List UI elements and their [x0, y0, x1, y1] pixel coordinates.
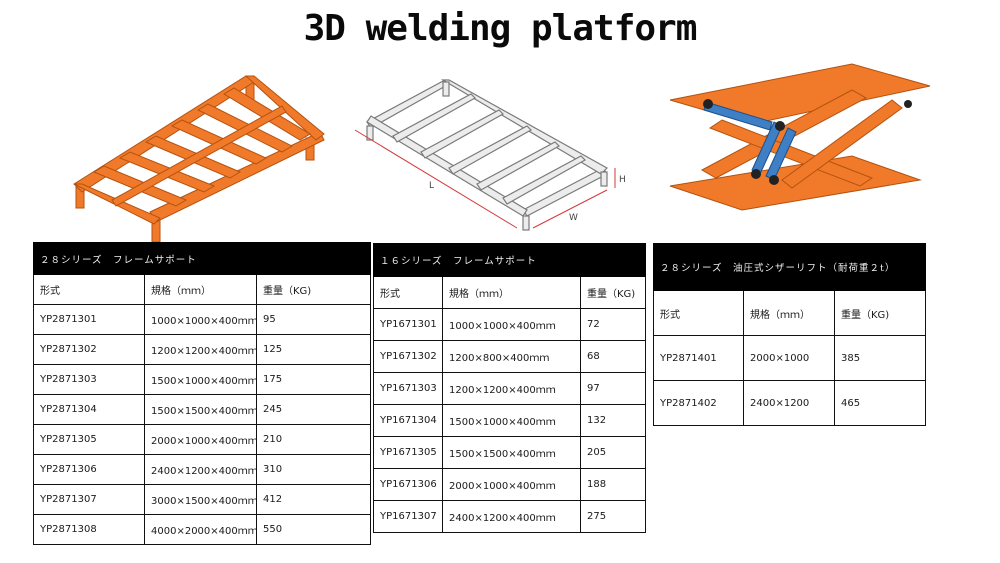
- column-header-model: 形式: [33, 274, 145, 305]
- weight-cell: 275: [579, 500, 647, 533]
- spec-cell: 2000×1000×400ｍｍ: [144, 424, 257, 455]
- weight-cell: 465: [834, 380, 926, 426]
- weight-cell: 412: [255, 484, 372, 515]
- series28-frame-support-table: ２８シリーズ フレームサポート 形式 規格（ｍｍ） 重量（KG) YP28713…: [32, 242, 372, 545]
- model-cell: YP2871402: [653, 380, 744, 426]
- column-header-spec: 規格（ｍｍ）: [743, 290, 835, 336]
- spec-cell: 1500×1000×400ｍｍ: [144, 364, 257, 395]
- model-cell: YP1671301: [373, 308, 443, 341]
- column-header-spec: 規格（ｍｍ）: [144, 274, 257, 305]
- model-cell: YP2871306: [33, 454, 145, 485]
- page-title: 3D welding platform: [303, 8, 698, 49]
- column-header-weight: 重量（KG): [834, 290, 926, 336]
- column-header-model: 形式: [653, 290, 744, 336]
- series16-frame-support-table: １６シリーズ フレームサポート 形式 規格（ｍｍ） 重量（KG) YP16713…: [372, 243, 647, 533]
- model-cell: YP2871302: [33, 334, 145, 365]
- model-cell: YP1671307: [373, 500, 443, 533]
- model-cell: YP1671305: [373, 436, 443, 469]
- spec-cell: 1000×1000×400ｍｍ: [442, 308, 581, 341]
- hydraulic-scissor-lift-illustration: [669, 63, 931, 211]
- spec-cell: 1500×1500×400ｍｍ: [144, 394, 257, 425]
- width-label: W: [569, 213, 578, 223]
- model-cell: YP2871304: [33, 394, 145, 425]
- model-cell: YP2871301: [33, 304, 145, 335]
- weight-cell: 68: [579, 340, 647, 373]
- spec-cell: 4000×2000×400ｍｍ: [144, 514, 257, 545]
- spec-cell: 1200×1200×400ｍｍ: [442, 372, 581, 405]
- weight-cell: 205: [579, 436, 647, 469]
- column-header-spec: 規格（ｍｍ）: [442, 276, 581, 309]
- weight-cell: 72: [579, 308, 647, 341]
- weight-cell: 132: [579, 404, 647, 437]
- spec-cell: 1500×1000×400ｍｍ: [442, 404, 581, 437]
- spec-cell: 2400×1200×400ｍｍ: [144, 454, 257, 485]
- length-label: L: [429, 181, 434, 191]
- table-title: ２８シリーズ 油圧式シザーリフト（耐荷重２t）: [653, 243, 926, 291]
- weight-cell: 175: [255, 364, 372, 395]
- orange-frame-support-illustration: [73, 75, 325, 243]
- table-title: １６シリーズ フレームサポート: [372, 243, 647, 277]
- spec-cell: 1000×1000×400ｍｍ: [144, 304, 257, 335]
- model-cell: YP1671302: [373, 340, 443, 373]
- model-cell: YP1671304: [373, 404, 443, 437]
- column-header-weight: 重量（KG): [579, 276, 647, 309]
- weight-cell: 310: [255, 454, 372, 485]
- model-cell: YP1671303: [373, 372, 443, 405]
- weight-cell: 550: [255, 514, 372, 545]
- spec-cell: 2400×1200×400ｍｍ: [442, 500, 581, 533]
- spec-cell: 2400×1200: [743, 380, 835, 426]
- weight-cell: 188: [579, 468, 647, 501]
- model-cell: YP2871308: [33, 514, 145, 545]
- spec-cell: 1200×800×400ｍｍ: [442, 340, 581, 373]
- spec-cell: 1500×1500×400ｍｍ: [442, 436, 581, 469]
- model-cell: YP2871401: [653, 335, 744, 381]
- weight-cell: 245: [255, 394, 372, 425]
- height-label: H: [619, 175, 626, 185]
- weight-cell: 97: [579, 372, 647, 405]
- model-cell: YP2871305: [33, 424, 145, 455]
- weight-cell: 385: [834, 335, 926, 381]
- model-cell: YP2871303: [33, 364, 145, 395]
- model-cell: YP2871307: [33, 484, 145, 515]
- column-header-weight: 重量（KG): [255, 274, 372, 305]
- weight-cell: 210: [255, 424, 372, 455]
- model-cell: YP1671306: [373, 468, 443, 501]
- scissor-lift-table: ２８シリーズ 油圧式シザーリフト（耐荷重２t） 形式 規格（ｍｍ） 重量（KG)…: [653, 243, 926, 426]
- spec-cell: 1200×1200×400ｍｍ: [144, 334, 257, 365]
- spec-cell: 2000×1000: [743, 335, 835, 381]
- column-header-model: 形式: [373, 276, 443, 309]
- steel-frame-dimension-illustration: L W H: [354, 79, 626, 231]
- table-title: ２８シリーズ フレームサポート: [32, 242, 372, 275]
- weight-cell: 125: [255, 334, 372, 365]
- weight-cell: 95: [255, 304, 372, 335]
- spec-cell: 3000×1500×400ｍｍ: [144, 484, 257, 515]
- spec-cell: 2000×1000×400ｍｍ: [442, 468, 581, 501]
